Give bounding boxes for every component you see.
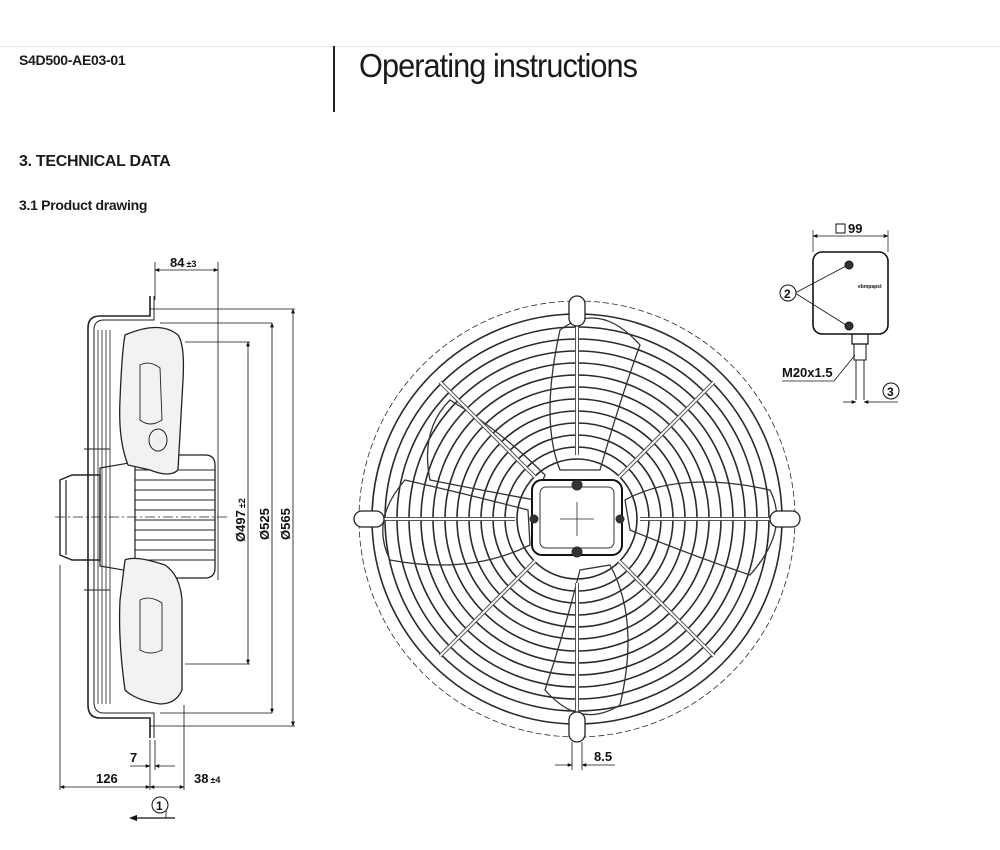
side-view-dimensions	[59, 262, 295, 822]
motor-fins	[135, 469, 215, 561]
front-view	[353, 295, 801, 743]
page-title: Operating instructions	[359, 47, 638, 84]
callout-3: 3	[882, 382, 900, 400]
dim-38: 38±4	[194, 771, 220, 786]
callout-1: 1	[151, 796, 169, 814]
svg-text:1: 1	[156, 799, 163, 813]
brand-label: ebmpapst	[858, 284, 882, 290]
terminal-box-detail	[782, 223, 898, 404]
dim-7: 7	[130, 750, 137, 765]
callout-2: 2	[779, 284, 797, 302]
model-number: S4D500-AE03-01	[19, 52, 126, 68]
dim-497: Ø497±2	[233, 498, 248, 542]
header-separator	[333, 46, 335, 112]
dim-99: 99	[848, 221, 862, 236]
svg-text:3: 3	[887, 385, 894, 399]
dim-8-5: 8.5	[594, 749, 612, 764]
header-rule	[0, 46, 1000, 47]
svg-text:2: 2	[784, 287, 791, 301]
guard-feet	[353, 295, 801, 743]
dim-565: Ø565	[278, 508, 293, 540]
dim-126: 126	[96, 771, 118, 786]
dim-84: 84±3	[170, 255, 196, 270]
side-view	[55, 296, 230, 738]
dim-525: Ø525	[257, 508, 272, 540]
subsection-heading: 3.1 Product drawing	[19, 197, 148, 213]
front-view-dimensions	[555, 742, 615, 770]
dim-m20: M20x1.5	[782, 365, 833, 380]
section-heading: 3. TECHNICAL DATA	[19, 153, 171, 170]
